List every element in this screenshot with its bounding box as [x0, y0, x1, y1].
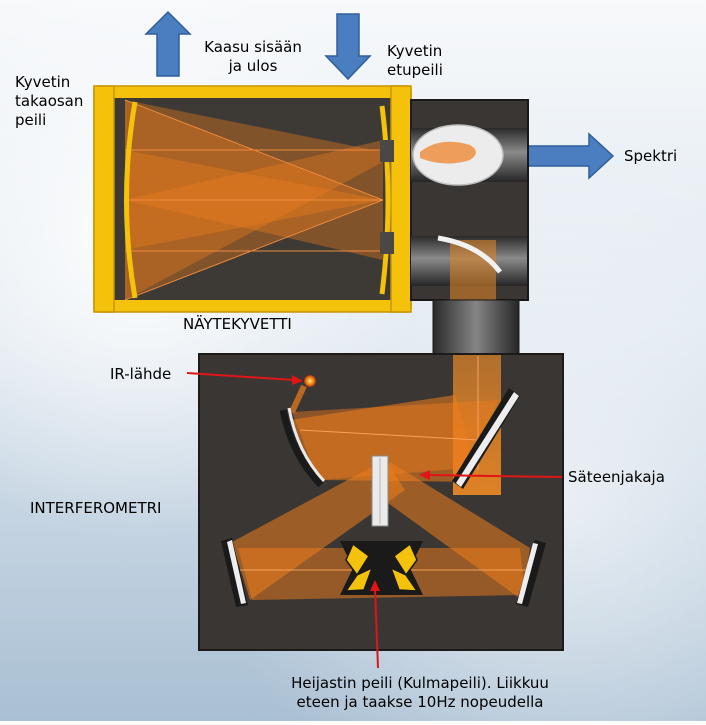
beamsplitter — [371, 455, 389, 527]
output-mirror — [452, 388, 520, 489]
ir-source-pointer — [186, 372, 303, 385]
gas-out-arrow — [324, 13, 372, 81]
front-mirror-label: Kyvetin etupeili — [387, 42, 443, 80]
source-mirror — [279, 407, 326, 488]
left-mirror — [221, 538, 248, 607]
gas-in-arrow — [144, 10, 192, 77]
connecting-tube — [432, 299, 520, 356]
corner-mirror-pointer — [370, 580, 380, 669]
transfer-optics-box — [410, 99, 529, 301]
spectrum-label: Spektri — [624, 147, 678, 165]
ir-source — [289, 375, 316, 414]
beamsplitter-label: Säteenjakaja — [568, 468, 665, 486]
corner-mirror-line: eteen ja taakse 10Hz nopeudella — [296, 693, 544, 711]
ir-source-label: IR-lähde — [110, 365, 172, 383]
cell-back-mirror — [124, 101, 138, 299]
back-mirror-line: Kyvetin — [15, 73, 71, 91]
gas-in-out-line: ja ulos — [228, 57, 278, 75]
corner-mirror-label: Heijastin peili (Kulmapeili). Liikkuu et… — [255, 674, 585, 712]
cell-window — [380, 140, 394, 162]
right-mirror — [516, 540, 546, 607]
spectrum-arrow — [526, 132, 615, 180]
front-mirror-line: Kyvetin — [387, 42, 443, 60]
cell-window — [380, 232, 394, 254]
back-mirror-line: peili — [15, 111, 47, 129]
interferometer-label: INTERFEROMETRI — [30, 499, 162, 517]
gas-in-out-label: Kaasu sisään ja ulos — [188, 38, 318, 76]
back-mirror-line: takaosan — [15, 92, 84, 110]
back-mirror-label: Kyvetin takaosan peili — [15, 73, 83, 130]
sample-cell-label: NÄYTEKYVETTI — [183, 315, 292, 333]
corner-mirror — [340, 541, 423, 595]
beamsplitter-pointer — [419, 470, 563, 480]
corner-mirror-line: Heijastin peili (Kulmapeili). Liikkuu — [291, 674, 549, 692]
cell-front-mirror — [379, 105, 391, 295]
cell-beam-rays — [124, 99, 384, 301]
gas-in-out-line: Kaasu sisään — [204, 38, 302, 56]
interferometer-beams — [232, 355, 530, 600]
front-mirror-line: etupeili — [387, 61, 443, 79]
sample-cell — [93, 85, 412, 313]
